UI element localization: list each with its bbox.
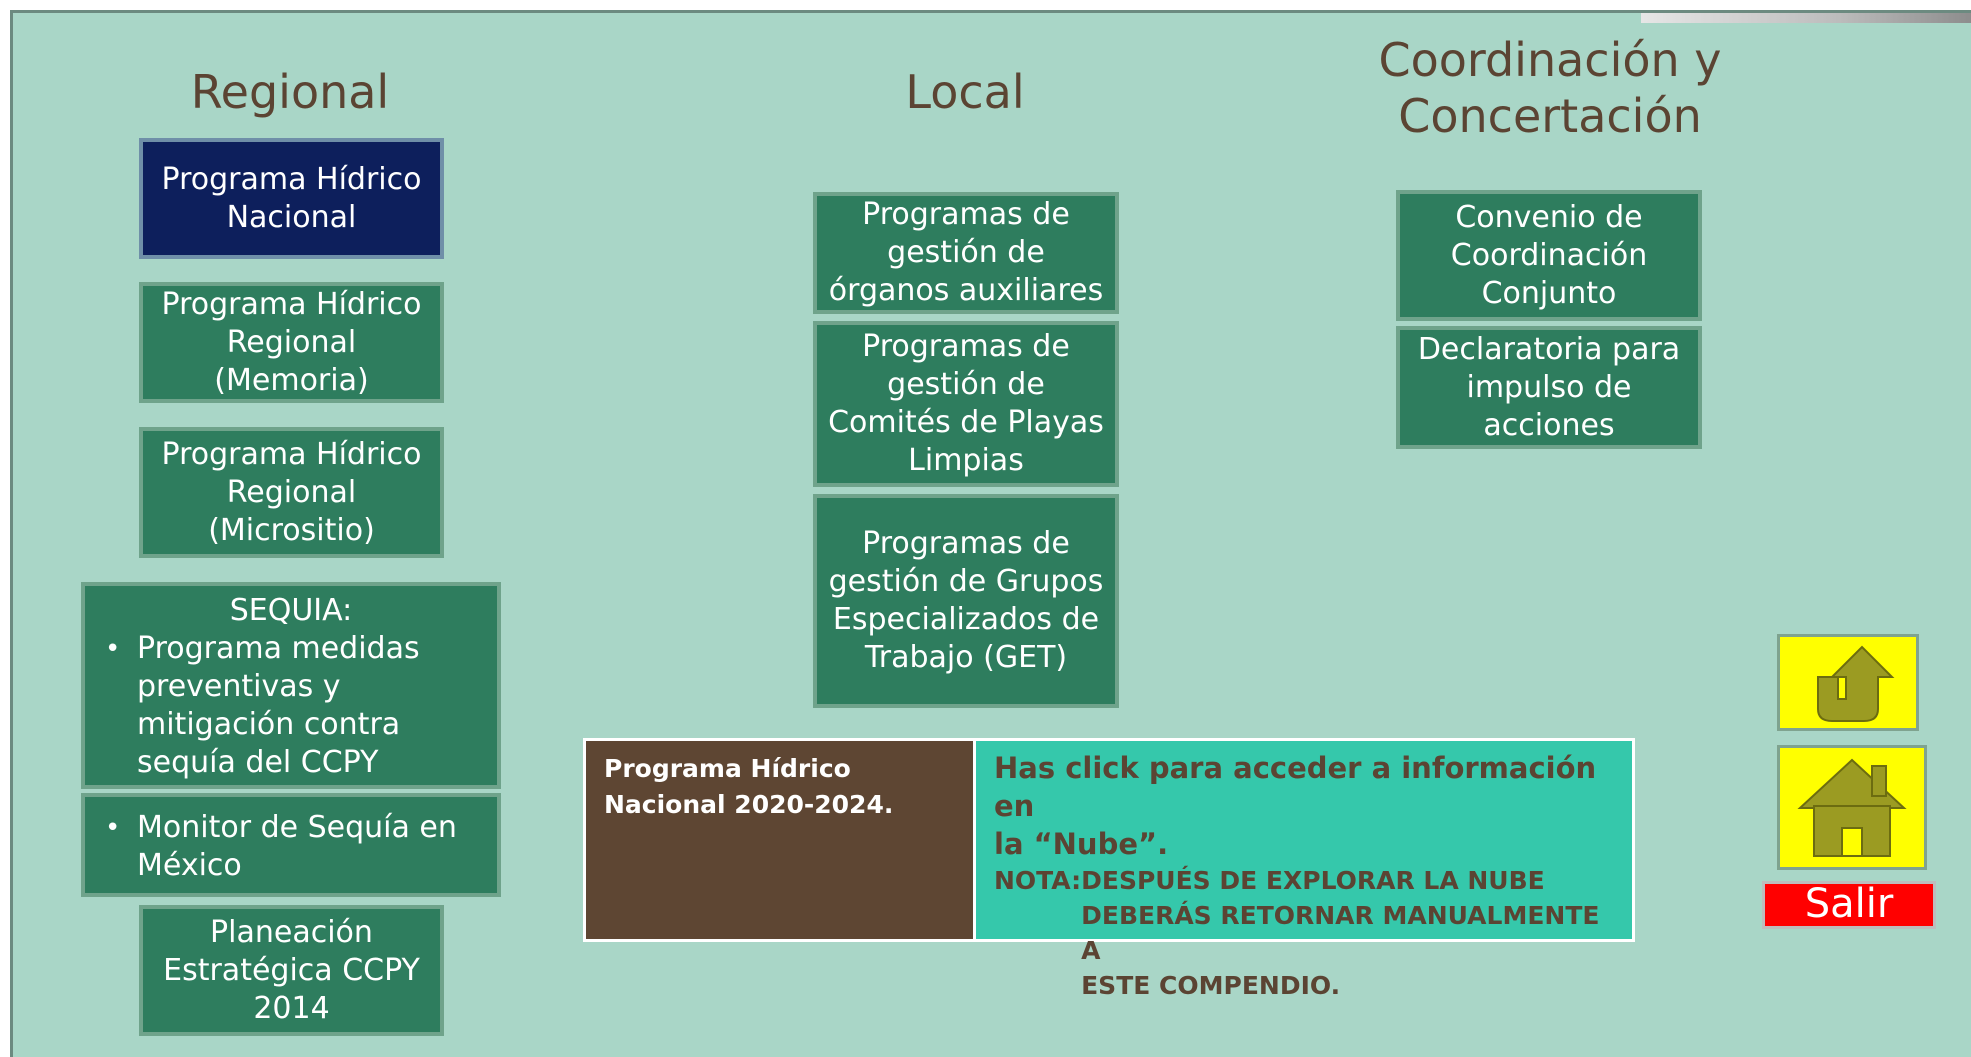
monitor-sequia-item: Monitor de Sequía en México xyxy=(85,809,457,885)
planeacion-estrategica-button[interactable]: Planeación Estratégica CCPY 2014 xyxy=(139,905,444,1036)
programa-hidrico-regional-micrositio-label: Programa Hídrico Regional (Micrositio) xyxy=(161,436,422,548)
programas-playas-limpias-button[interactable]: Programas de gestión de Comités de Playa… xyxy=(813,321,1119,487)
cloud-access-panel[interactable]: Programa Hídrico Nacional 2020-2024. Has… xyxy=(583,738,1635,1000)
house-icon xyxy=(1797,758,1907,857)
programas-organos-auxiliares-label: Programas de gestión de órganos auxiliar… xyxy=(828,197,1104,308)
declaratoria-impulso-button[interactable]: Declaratoria para impulso de acciones xyxy=(1396,326,1702,449)
monitor-sequia-button[interactable]: Monitor de Sequía en México xyxy=(81,793,501,897)
cloud-note-label: NOTA: xyxy=(994,866,1082,895)
cloud-note: NOTA: DESPUÉS DE EXPLORAR LA NUBE DEBERÁ… xyxy=(994,863,1614,1003)
corner-decoration xyxy=(1641,13,1971,23)
heading-coordinacion: Coordinación y Concertación xyxy=(1378,33,1722,143)
return-arrow-icon xyxy=(1817,645,1895,722)
heading-regional: Regional xyxy=(190,65,390,119)
programa-hidrico-regional-micrositio-button[interactable]: Programa Hídrico Regional (Micrositio) xyxy=(139,427,444,558)
programas-organos-auxiliares-button[interactable]: Programas de gestión de órganos auxiliar… xyxy=(813,192,1119,314)
sequia-programa-button[interactable]: SEQUIA: Programa medidas preventivas y m… xyxy=(81,582,501,789)
back-button[interactable] xyxy=(1777,634,1919,731)
programa-hidrico-nacional-button[interactable]: Programa Hídrico Nacional xyxy=(139,138,444,259)
cloud-note-text: DESPUÉS DE EXPLORAR LA NUBE DEBERÁS RETO… xyxy=(1081,866,1600,1000)
cloud-program-label: Programa Hídrico Nacional 2020-2024. xyxy=(604,754,894,819)
programas-playas-limpias-label: Programas de gestión de Comités de Playa… xyxy=(828,329,1104,478)
sequia-programa-item: Programa medidas preventivas y mitigació… xyxy=(85,630,497,782)
cloud-access-link[interactable]: Has click para acceder a información en … xyxy=(994,751,1597,861)
programa-hidrico-regional-memoria-label: Programa Hídrico Regional (Memoria) xyxy=(161,286,422,398)
convenio-coordinacion-button[interactable]: Convenio de Coordinación Conjunto xyxy=(1396,190,1702,321)
heading-local: Local xyxy=(905,65,1025,119)
programa-hidrico-nacional-label: Programa Hídrico Nacional xyxy=(161,161,422,235)
declaratoria-impulso-label: Declaratoria para impulso de acciones xyxy=(1417,331,1681,443)
programa-hidrico-regional-memoria-button[interactable]: Programa Hídrico Regional (Memoria) xyxy=(139,282,444,403)
cloud-right-cell[interactable]: Has click para acceder a información en … xyxy=(976,741,1632,1000)
cloud-left-cell: Programa Hídrico Nacional 2020-2024. xyxy=(586,741,976,939)
sequia-title: SEQUIA: xyxy=(229,593,353,628)
exit-button[interactable]: Salir xyxy=(1762,881,1936,929)
home-button[interactable] xyxy=(1777,745,1927,870)
convenio-coordinacion-label: Convenio de Coordinación Conjunto xyxy=(1450,199,1648,311)
programas-grupos-especializados-label: Programas de gestión de Grupos Especiali… xyxy=(828,526,1104,675)
planeacion-estrategica-label: Planeación Estratégica CCPY 2014 xyxy=(163,914,420,1026)
programas-grupos-especializados-button[interactable]: Programas de gestión de Grupos Especiali… xyxy=(813,494,1119,708)
